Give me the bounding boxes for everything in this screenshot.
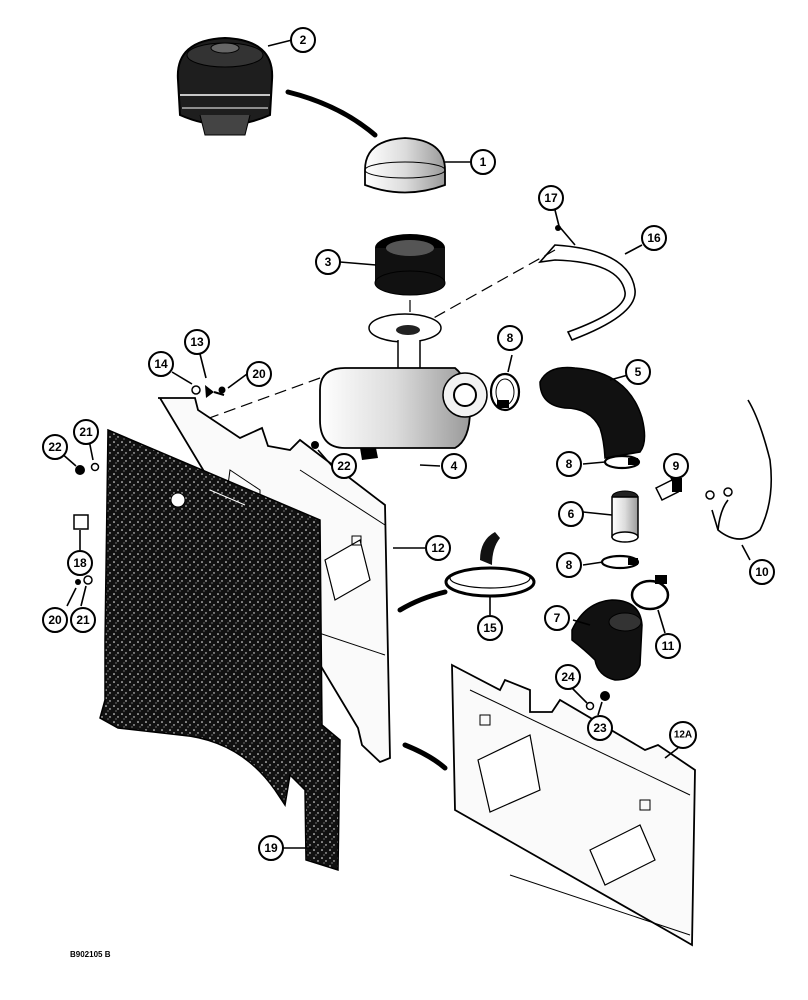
callout-2: 2 [290,27,316,53]
svg-text:3: 3 [325,255,332,269]
seal-ring-part [444,532,536,598]
front-panel-part [451,663,696,947]
callout-12: 12 [425,535,451,561]
svg-text:11: 11 [662,639,675,653]
callout-8-lower: 8 [556,552,582,578]
callout-5: 5 [625,359,651,385]
svg-text:22: 22 [337,459,351,473]
callout-16: 16 [641,225,667,251]
svg-text:15: 15 [483,621,497,635]
hose-clamp-part [600,554,640,570]
callout-9: 9 [663,453,689,479]
svg-text:10: 10 [755,565,769,579]
insulation-pad-part [99,428,341,872]
svg-text:18: 18 [73,556,87,570]
svg-text:6: 6 [568,507,575,521]
assembly-arrow [402,742,448,771]
callout-22-left: 22 [42,434,68,460]
filter-element-part [374,234,446,296]
callout-6: 6 [558,501,584,527]
svg-text:19: 19 [264,841,278,855]
svg-text:22: 22 [48,440,62,454]
assembly-arrow [397,589,448,613]
wire-harness-part [705,399,773,540]
callout-12a: 12A [669,721,697,749]
svg-text:20: 20 [252,367,266,381]
air-cleaner-body-part [319,313,488,460]
svg-text:5: 5 [635,365,642,379]
callout-20-lower: 20 [42,607,68,633]
svg-text:9: 9 [673,459,680,473]
svg-text:12A: 12A [674,730,692,741]
callout-24: 24 [555,664,581,690]
svg-text:23: 23 [593,721,607,735]
callout-8-upper: 8 [497,325,523,351]
svg-text:13: 13 [190,335,204,349]
svg-text:4: 4 [451,459,458,473]
center-line [429,249,556,321]
callout-18: 18 [67,550,93,576]
callout-4: 4 [441,453,467,479]
callout-10: 10 [749,559,775,585]
elbow-hose-part [539,366,646,459]
callout-23: 23 [587,715,613,741]
callout-21-upper: 21 [73,419,99,445]
svg-text:1: 1 [480,155,487,169]
svg-text:7: 7 [554,611,561,625]
large-clamp-part [630,575,670,611]
center-line [189,377,321,426]
callout-7: 7 [544,605,570,631]
hose-clamp-part [603,454,641,470]
hardware-parts [73,385,610,711]
figure-code: B902105 B [70,950,111,959]
svg-text:16: 16 [647,231,661,245]
mounting-strap-part [537,224,636,342]
callout-8-middle: 8 [556,451,582,477]
callout-11: 11 [655,633,681,659]
callout-15: 15 [477,615,503,641]
callout-20-upper: 20 [246,361,272,387]
callout-22-right: 22 [331,453,357,479]
assembly-arrow [285,89,378,138]
svg-text:20: 20 [48,613,62,627]
svg-text:8: 8 [566,558,573,572]
callout-3: 3 [315,249,341,275]
callout-17: 17 [538,185,564,211]
svg-text:24: 24 [561,670,575,684]
svg-text:8: 8 [566,457,573,471]
lower-elbow-hose-part [571,599,643,681]
callout-21-lower: 21 [70,607,96,633]
svg-text:8: 8 [507,331,514,345]
svg-text:14: 14 [154,357,168,371]
callout-13: 13 [184,329,210,355]
adapter-tube-part [611,490,639,543]
hose-clamp-part [489,372,521,412]
cap-part [364,137,446,194]
svg-text:21: 21 [79,425,93,439]
callout-19: 19 [258,835,284,861]
svg-text:12: 12 [431,541,445,555]
restriction-indicator-part [654,478,682,502]
callout-14: 14 [148,351,174,377]
svg-text:21: 21 [76,613,90,627]
svg-text:2: 2 [300,33,307,47]
svg-text:17: 17 [544,191,558,205]
precleaner-part [176,36,274,136]
callout-1: 1 [470,149,496,175]
